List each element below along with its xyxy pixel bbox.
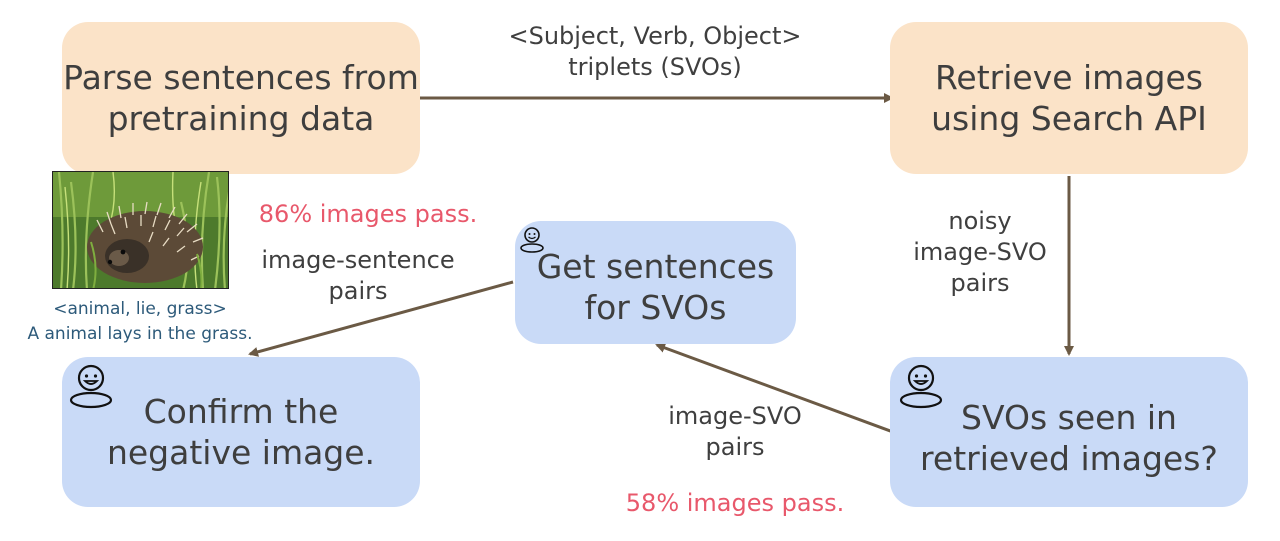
get-sentences-text: Get sentences for SVOs: [536, 246, 775, 327]
retrieve-images-text: Retrieve images using Search API: [931, 58, 1207, 138]
svo-triplets-label: <Subject, Verb, Object> triplets (SVOs): [508, 22, 802, 81]
example-svo-caption: <animal, lie, grass>: [53, 299, 227, 319]
person-icon: [899, 364, 943, 409]
pass-rate-58-label: 58% images pass.: [625, 489, 845, 517]
parse-sentences-box: Parse sentences from pretraining data: [62, 22, 420, 174]
person-icon: [520, 227, 544, 253]
image-sentence-pairs-label: image-sentence pairs: [261, 246, 455, 305]
retrieve-images-box: Retrieve images using Search API: [890, 22, 1248, 174]
confirm-negative-box: Confirm the negative image.: [62, 357, 420, 507]
pass-rate-86-label: 86% images pass.: [258, 200, 478, 228]
confirm-negative-text: Confirm the negative image.: [106, 392, 376, 472]
svos-seen-box: SVOs seen in retrieved images?: [890, 357, 1248, 507]
hedgehog-photo: [52, 171, 229, 289]
person-icon: [69, 364, 113, 409]
svos-seen-text: SVOs seen in retrieved images?: [920, 398, 1218, 478]
get-sentences-box: Get sentences for SVOs: [515, 221, 796, 344]
image-svo-pairs-label: image-SVO pairs: [668, 402, 802, 461]
parse-sentences-text: Parse sentences from pretraining data: [63, 58, 419, 138]
noisy-image-svo-pairs-label: noisy image-SVO pairs: [913, 207, 1047, 297]
example-sentence-caption: A animal lays in the grass.: [27, 324, 253, 344]
hedgehog-illustration: [53, 172, 228, 288]
